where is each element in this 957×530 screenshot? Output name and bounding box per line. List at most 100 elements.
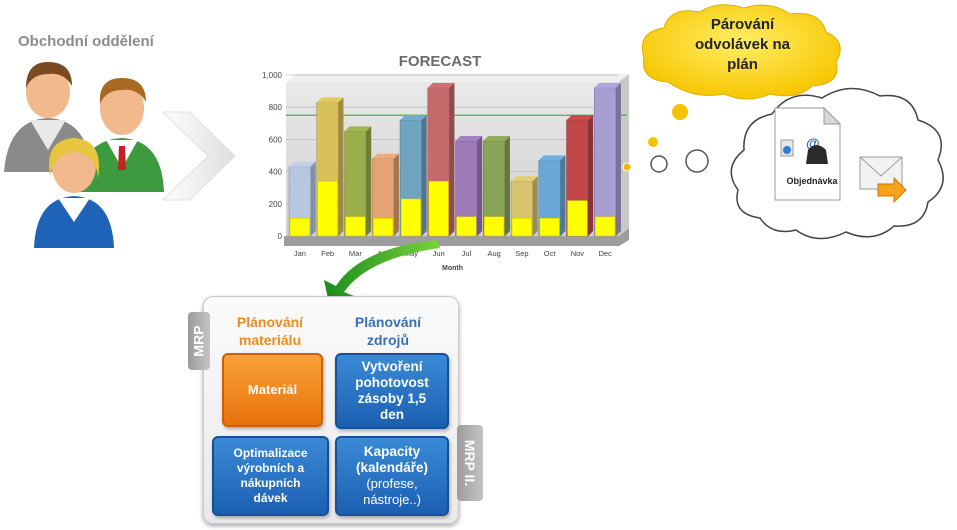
y-tick-label: 0	[278, 232, 283, 241]
envelope-icon	[859, 156, 907, 204]
bar	[372, 153, 399, 237]
mrp-tab: MRP	[188, 312, 210, 370]
header-line: Plánování	[236, 314, 304, 330]
y-tick-label: 800	[269, 103, 283, 112]
bar-side	[366, 126, 372, 236]
y-tick-label: 400	[269, 168, 283, 177]
bar-top	[316, 97, 344, 103]
bar-side	[532, 176, 538, 236]
overlay-bar	[428, 181, 449, 237]
x-tick-label: Jun	[433, 249, 445, 258]
box-line: den	[379, 407, 404, 422]
overlay-bar	[456, 216, 477, 237]
department-title: Obchodní oddělení	[18, 33, 154, 50]
box-line: dávek	[253, 491, 288, 505]
document-icon: @	[774, 106, 842, 201]
people-icon	[4, 62, 164, 248]
bar-top	[538, 155, 566, 161]
x-axis-label: Month	[442, 265, 463, 272]
box-line: Materiál	[247, 382, 298, 397]
cloud-label-line: Párování	[710, 16, 775, 33]
header-line: Plánování	[354, 314, 422, 330]
man-left-icon	[4, 62, 92, 172]
thought-bubbles	[648, 104, 709, 173]
bar	[455, 136, 483, 237]
box-line: (kalendáře)	[355, 460, 429, 475]
bar-side	[449, 82, 455, 236]
overlay-bar	[373, 218, 394, 237]
x-tick-label: Feb	[321, 249, 334, 258]
box-line: Optimalizace	[233, 446, 308, 460]
bar-side	[477, 136, 483, 236]
bar-top	[372, 153, 399, 159]
box-line: Vytvoření	[361, 359, 423, 374]
man-right-icon	[76, 78, 164, 192]
x-tick-label: Jul	[462, 249, 472, 258]
bar-top	[427, 82, 455, 88]
x-tick-label: Sep	[515, 249, 528, 258]
material-box: Materiál	[222, 353, 323, 427]
resource-planning-header: Plánování zdrojů	[336, 313, 440, 349]
bar	[344, 126, 372, 237]
overlay-bar	[539, 218, 560, 237]
box-line: Kapacity	[363, 444, 421, 459]
bar-side	[560, 155, 566, 236]
bar-top	[289, 161, 316, 167]
capacity-box: Kapacity (kalendáře) (profese, nástroje.…	[335, 436, 449, 516]
chart-marker-dot	[622, 162, 632, 172]
overlay-bar	[317, 181, 338, 237]
overlay-bar	[595, 216, 616, 237]
cloud-label-line: odvolávek na	[694, 36, 791, 53]
header-line: materiálu	[238, 332, 302, 348]
overlay-bar	[511, 218, 532, 237]
big-arrow-shape	[161, 111, 236, 201]
box-line: výrobních a	[236, 461, 305, 475]
document-label: Objednávka	[786, 176, 838, 186]
header-line: zdrojů	[367, 332, 409, 348]
x-tick-label: Aug	[487, 249, 500, 258]
y-tick-label: 200	[269, 200, 283, 209]
bar-side	[421, 115, 427, 236]
overlay-bar	[400, 198, 421, 237]
box-line: nákupních	[240, 476, 301, 490]
x-tick-label: Oct	[544, 249, 557, 258]
box-subline: (profese,	[366, 476, 418, 491]
cloud-label: Párování odvolávek na plán	[675, 15, 810, 75]
mrp2-tab: MRP II.	[457, 425, 483, 501]
bar-top	[400, 115, 427, 121]
bar-side	[504, 136, 510, 236]
x-tick-label: Jan	[294, 249, 306, 258]
y-tick-label: 1,000	[262, 71, 283, 80]
overlay-bar	[345, 216, 366, 237]
bar-top	[594, 82, 621, 88]
x-tick-label: Nov	[571, 249, 585, 258]
bar-front	[594, 87, 617, 237]
cloud-label-line: plán	[727, 56, 758, 73]
bar	[594, 82, 621, 237]
x-tick-label: Mar	[349, 249, 362, 258]
box-subline: nástroje..)	[363, 492, 421, 507]
x-tick-label: Dec	[598, 249, 612, 258]
woman-icon	[34, 138, 114, 248]
safety-stock-box: Vytvoření pohotovost zásoby 1,5 den	[335, 353, 449, 429]
overlay-bar	[289, 218, 310, 237]
overlay-bar	[484, 216, 505, 237]
overlay-bar	[567, 200, 588, 237]
box-line: zásoby 1,5	[357, 391, 427, 406]
bar-top	[455, 136, 483, 142]
bar-top	[344, 126, 372, 132]
bar	[538, 155, 566, 237]
bar-top	[566, 115, 594, 121]
box-line: pohotovost	[355, 375, 429, 390]
mrp2-tab-label: MRP II.	[462, 439, 479, 487]
bar-side	[588, 115, 594, 236]
bar-side	[393, 153, 399, 236]
chart-title: FORECAST	[398, 53, 482, 70]
y-tick-label: 600	[269, 135, 283, 144]
x-tick-label: May	[404, 249, 418, 258]
bar-side	[615, 82, 621, 236]
bar	[483, 136, 510, 237]
bar-side	[310, 161, 316, 236]
bar-top	[483, 136, 510, 142]
